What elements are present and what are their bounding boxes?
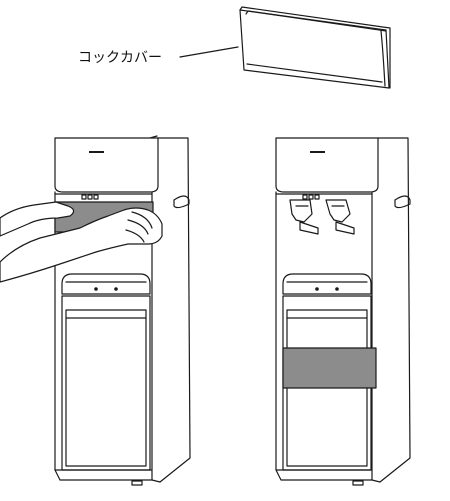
faucet-cocks bbox=[289, 199, 355, 235]
cock-cover-part bbox=[239, 6, 391, 89]
cover-band-right bbox=[282, 347, 377, 389]
dispenser-right bbox=[275, 137, 411, 486]
cock-cover-label: コックカバー bbox=[78, 50, 162, 66]
dispenser-left bbox=[54, 135, 191, 486]
hands bbox=[0, 201, 163, 283]
leader-line bbox=[179, 46, 239, 58]
